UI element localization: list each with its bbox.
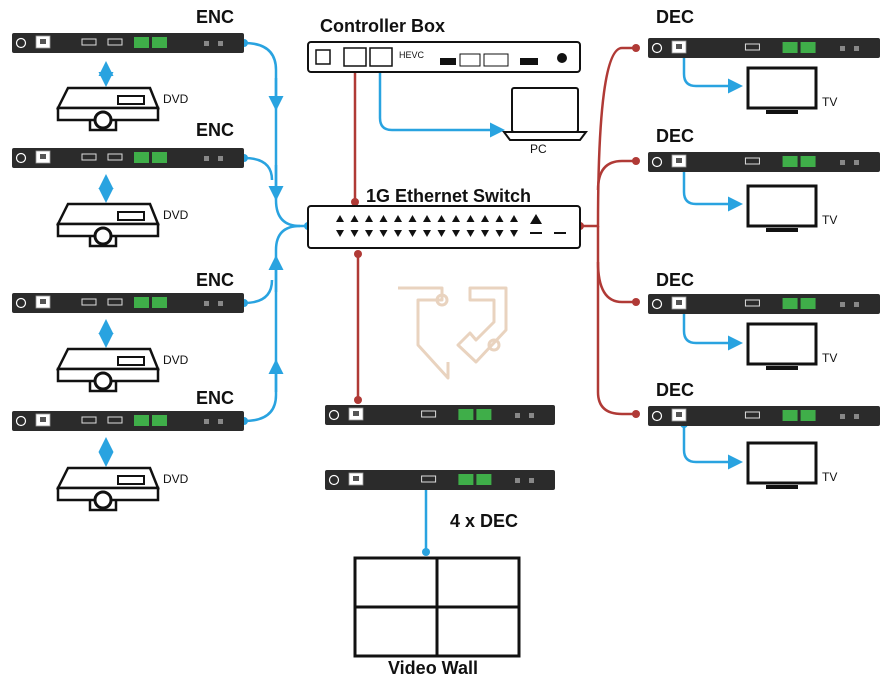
encoder-group: ENC DVD ENC DVD ENC DVD ENC DVD — [12, 7, 244, 512]
pc-icon — [502, 87, 588, 141]
hdmi-port-icon — [81, 298, 97, 306]
hdmi-port-icon — [421, 410, 437, 418]
dec1-tv-link — [682, 52, 743, 94]
watermark-logo — [398, 286, 508, 380]
dvd-player-icon — [55, 202, 160, 248]
power-icon — [651, 298, 663, 310]
lan-port-icon — [369, 47, 393, 67]
enc4-link — [243, 224, 301, 423]
hdmi-port-icon — [744, 157, 760, 165]
enc2-link — [243, 156, 274, 181]
encoder-label: ENC — [196, 270, 234, 290]
dvd-player-icon — [55, 86, 160, 132]
four-dec-label: 4 x DEC — [450, 511, 518, 531]
tv-label: TV — [822, 351, 837, 365]
power-icon — [651, 42, 663, 54]
encoder-label: ENC — [196, 120, 234, 140]
tv-label: TV — [822, 213, 837, 227]
enc1-link — [243, 41, 308, 228]
dvd-player-icon — [55, 466, 160, 512]
dvd-label: DVD — [163, 472, 189, 486]
hdmi-port-icon — [81, 38, 97, 46]
hdmi-port-icon — [744, 411, 760, 419]
video-wall-label: Video Wall — [388, 658, 478, 678]
dec2-tv-link — [682, 167, 743, 212]
enc3-link — [243, 279, 274, 305]
controller-pc-link — [378, 62, 505, 138]
hdmi-port-icon — [81, 416, 97, 424]
controller-box-label: Controller Box — [320, 16, 445, 36]
tv-icon — [746, 184, 818, 232]
tv-label: TV — [822, 95, 837, 109]
decoder-group: DEC TV DEC TV DEC TV DEC TV — [648, 7, 880, 489]
power-icon — [15, 37, 27, 49]
video-wall-decoders — [325, 405, 555, 490]
encoder-2 — [12, 148, 244, 168]
dvd-label: DVD — [163, 208, 189, 222]
power-icon — [15, 415, 27, 427]
switch-dec1-link — [580, 46, 636, 228]
decoder-label: DEC — [656, 380, 694, 400]
decoder-4 — [648, 406, 880, 426]
encoder-4 — [12, 411, 244, 431]
decoder-label: DEC — [656, 270, 694, 290]
dvd-player-icon — [55, 347, 160, 393]
power-icon — [328, 474, 340, 486]
controller-box: HEVC — [307, 41, 581, 73]
encoder-3 — [12, 293, 244, 313]
power-icon — [651, 410, 663, 422]
hdmi-port-icon — [81, 153, 97, 161]
hdmi-port-icon — [744, 43, 760, 51]
lan-port-icon — [343, 47, 367, 67]
ethernet-links — [353, 46, 636, 416]
dec4-tv-link — [682, 424, 743, 470]
encoder-label: ENC — [196, 7, 234, 27]
video-wall-decoder-2 — [325, 470, 555, 490]
hdmi-links — [98, 41, 743, 552]
hdmi-port-icon — [421, 475, 437, 483]
video-wall — [353, 556, 521, 658]
pc-label: PC — [530, 142, 547, 156]
decoder-3 — [648, 294, 880, 314]
power-icon — [15, 297, 27, 309]
power-icon — [15, 152, 27, 164]
tv-label: TV — [822, 470, 837, 484]
switch-ports — [336, 215, 518, 237]
decoder-label: DEC — [656, 7, 694, 27]
decoder-label: DEC — [656, 126, 694, 146]
encoder-label: ENC — [196, 388, 234, 408]
tv-icon — [746, 66, 818, 114]
decoder-1 — [648, 38, 880, 58]
dvd-label: DVD — [163, 92, 189, 106]
power-icon — [315, 49, 331, 65]
power-icon — [328, 409, 340, 421]
controller-tag: HEVC — [399, 50, 425, 60]
dec3-tv-link — [682, 309, 743, 351]
tv-icon — [746, 322, 818, 370]
ethernet-switch — [307, 205, 581, 249]
power-icon — [651, 156, 663, 168]
tv-icon — [746, 441, 818, 489]
hdmi-port-icon — [744, 299, 760, 307]
encoder-1 — [12, 33, 244, 53]
dvd-label: DVD — [163, 353, 189, 367]
decoder-2 — [648, 152, 880, 172]
switch-label: 1G Ethernet Switch — [366, 186, 531, 206]
video-wall-decoder-1 — [325, 405, 555, 425]
